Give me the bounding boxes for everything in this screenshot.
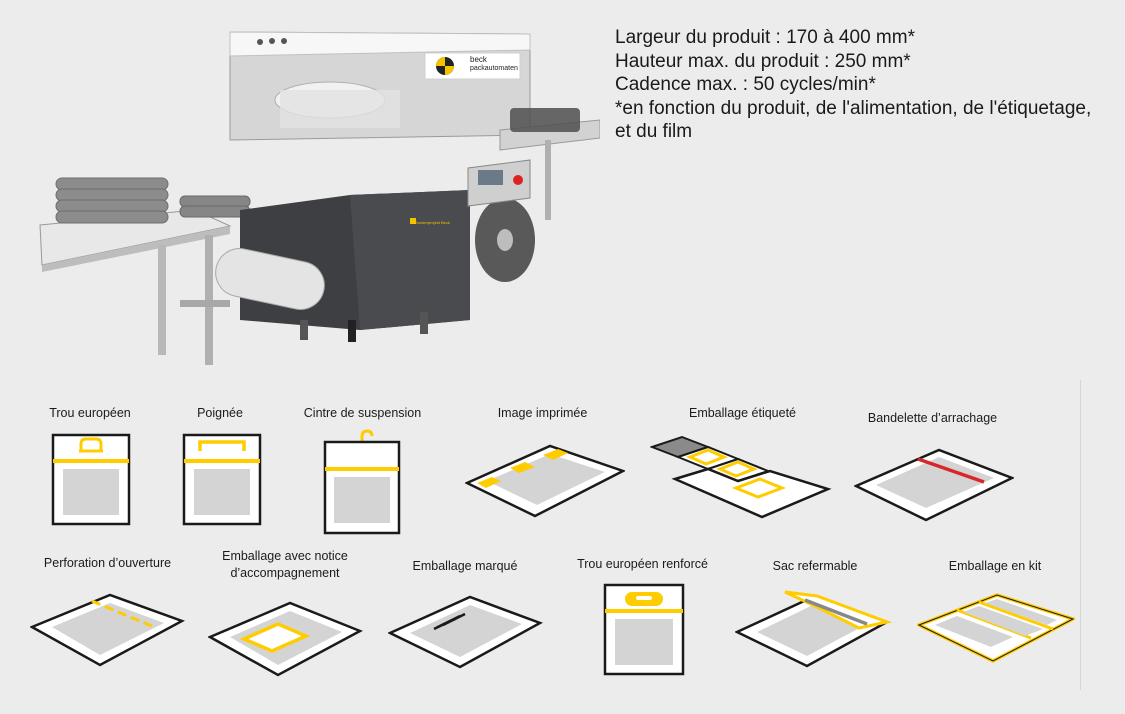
option-kit-pack: Emballage en kit — [915, 558, 1075, 673]
spec-footnote-cont: et du film — [615, 121, 693, 142]
brand-name: beck — [470, 55, 487, 64]
marked-barcode-pack-icon — [388, 595, 543, 669]
option-hanger: Cintre de suspension — [300, 405, 425, 535]
option-printed-image: Image imprimée — [460, 405, 625, 520]
option-label: Emballage avec notice d’accompagnement — [222, 549, 348, 580]
option-label: Emballage en kit — [948, 559, 1042, 573]
kit-pack-icon — [917, 593, 1075, 663]
printed-image-pack-icon — [465, 444, 625, 518]
option-labelled-pack: Emballage étiqueté — [650, 405, 835, 520]
option-label: Bandelette d’arrachage — [867, 411, 998, 425]
packaging-machine-image: beck packautomaten Sonderprojekt Beck — [30, 20, 601, 380]
tear-strip-pack-icon — [854, 448, 1014, 522]
option-opening-perforation: Perforation d’ouverture — [30, 555, 185, 670]
option-euro-hole: Trou européen — [40, 405, 140, 530]
labelled-pack-icon — [650, 435, 832, 519]
hanger-bag-icon — [323, 429, 401, 535]
option-handle: Poignée — [170, 405, 270, 530]
section-divider — [1080, 380, 1081, 690]
reinforced-euro-hole-bag-icon — [603, 583, 685, 676]
brand-subtitle: packautomaten — [470, 65, 518, 72]
handle-bag-icon — [182, 433, 262, 526]
option-reinforced-euro-hole: Trou européen renforcé — [570, 556, 715, 681]
option-label: Image imprimée — [497, 406, 588, 420]
specifications-text: Largeur du produit : 170 à 400 mm* Haute… — [615, 26, 1120, 144]
option-tear-strip: Bandelette d’arrachage — [850, 410, 1015, 525]
resealable-bag-icon — [735, 590, 893, 668]
spec-width: Largeur du produit : 170 à 400 mm* — [615, 27, 915, 48]
opening-perforation-pack-icon — [30, 593, 185, 667]
option-label: Trou européen — [49, 406, 131, 420]
option-label: Cintre de suspension — [303, 406, 422, 420]
option-label: Sac refermable — [772, 559, 858, 573]
option-marked-pack: Emballage marqué — [385, 558, 545, 673]
option-label: Poignée — [197, 406, 243, 420]
option-resealable-bag: Sac refermable — [735, 558, 895, 673]
option-label: Emballage marqué — [412, 559, 518, 573]
machine-plate-text: Sonderprojekt Beck — [415, 220, 450, 225]
option-label: Emballage étiqueté — [688, 406, 797, 420]
option-label: Trou européen renforcé — [577, 557, 708, 571]
euro-hole-bag-icon — [51, 433, 131, 526]
spec-height: Hauteur max. du produit : 250 mm* — [615, 50, 911, 72]
option-insert-leaflet: Emballage avec notice d’accompagnement — [205, 548, 365, 678]
option-label: Perforation d’ouverture — [43, 556, 172, 570]
insert-leaflet-pack-icon — [208, 601, 363, 677]
spec-footnote: *en fonction du produit, de l'alimentati… — [615, 97, 1092, 119]
spec-cadence: Cadence max. : 50 cycles/min* — [615, 74, 876, 95]
